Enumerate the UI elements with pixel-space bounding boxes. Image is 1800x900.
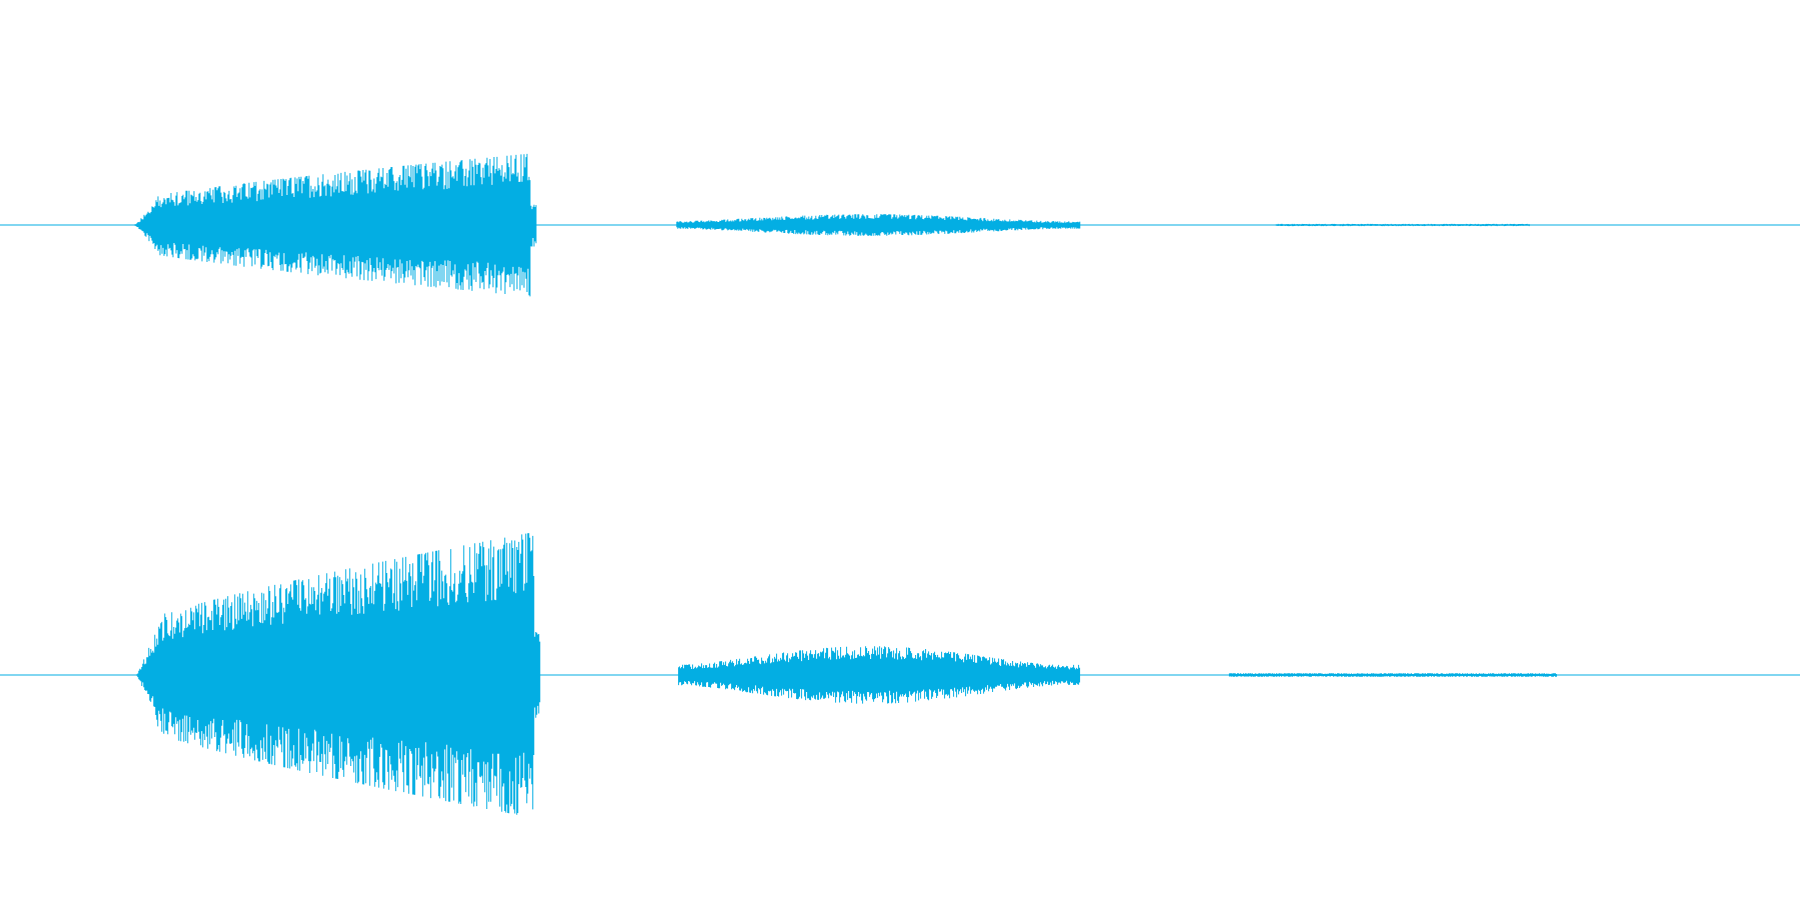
channel-2-segment-3 xyxy=(1228,673,1557,677)
channel-1-segment-3 xyxy=(1275,223,1530,227)
waveform-channel-2 xyxy=(0,533,1800,815)
waveform-trace xyxy=(678,646,1081,704)
waveform-channel-1 xyxy=(0,153,1800,297)
channel-1-segment-1 xyxy=(134,153,537,297)
channel-1-segment-2 xyxy=(676,214,1081,236)
waveform-trace xyxy=(676,214,1081,236)
waveform-trace xyxy=(134,153,537,297)
channel-2-segment-1 xyxy=(136,533,541,815)
waveform-trace xyxy=(1275,223,1530,227)
waveform-trace xyxy=(136,533,541,815)
waveform-trace xyxy=(1228,673,1557,677)
channel-2-segment-2 xyxy=(678,646,1081,704)
